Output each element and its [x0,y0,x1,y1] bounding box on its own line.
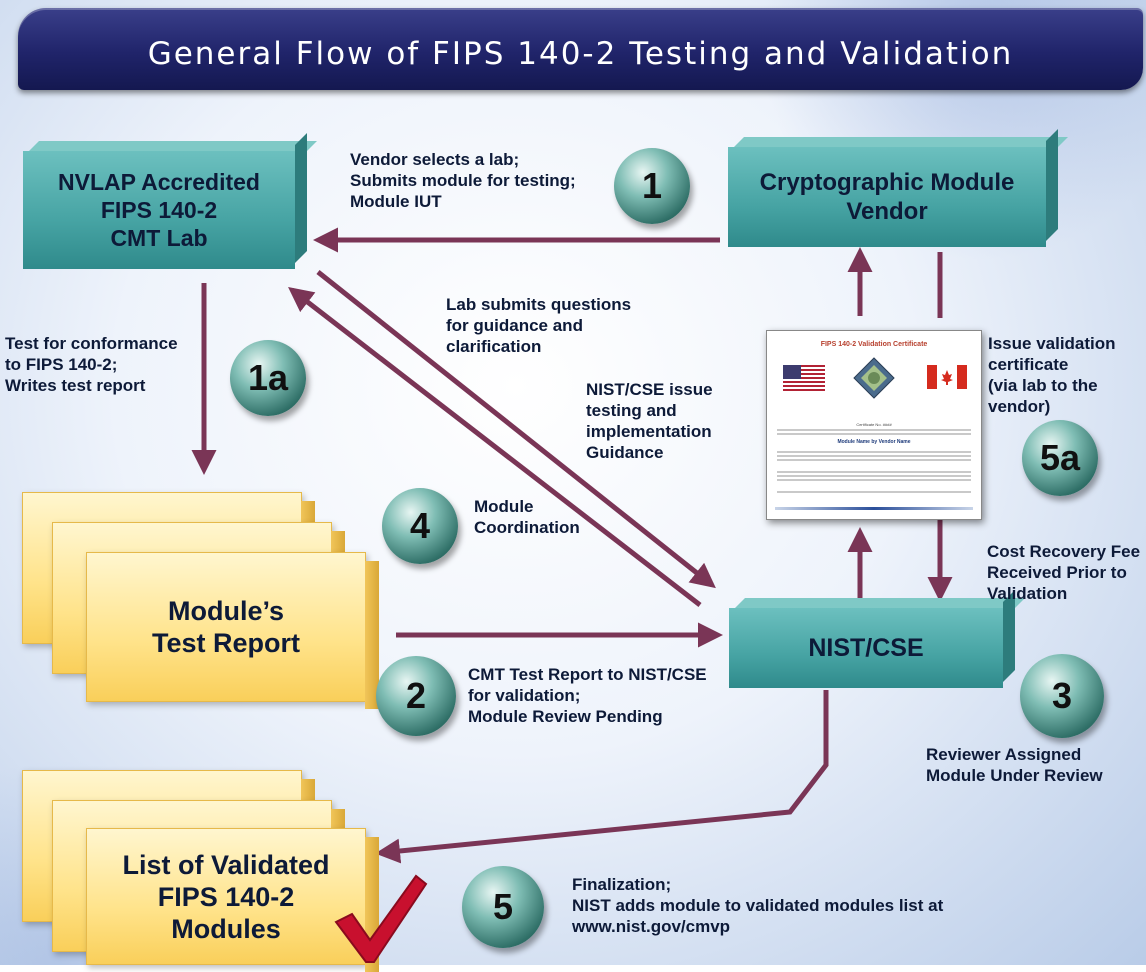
arrow-nist-to-list [375,690,829,864]
report-line-2: Test Report [151,628,300,658]
list-line-2: FIPS 140-2 [157,881,295,912]
canada-flag-icon [927,365,967,389]
step-1-number: 1 [641,165,663,206]
lab-line-2: FIPS 140-2 [100,197,218,223]
step-4-label: Module Coordination [474,497,580,537]
step-5-badge: 5 [462,866,544,948]
certificate-module-name: Module Name by Vendor Name [837,439,911,445]
report-line-1: Module’s [167,596,284,626]
step-2-label: CMT Test Report to NIST/CSE for validati… [468,665,707,726]
vendor-box: Cryptographic Module Vendor [728,129,1068,247]
vendor-line-1: Cryptographic Module [759,169,1015,196]
step-4-number: 4 [409,505,431,546]
certificate-number: Certificate No. #### [856,422,892,427]
nist-label: NIST/CSE [808,633,924,662]
vendor-line-2: Vendor [846,198,928,225]
lab-line-3: CMT Lab [110,225,208,251]
step-5-number: 5 [492,886,514,927]
cmvp-seal-icon [853,357,895,399]
questions-label: Lab submits questions for guidance and c… [446,295,632,356]
checkmark-icon [334,874,428,963]
step-3-number: 3 [1051,675,1073,716]
step-1-badge: 1 [614,148,690,224]
step-3-label: Reviewer Assigned Module Under Review [926,745,1103,785]
test-report-page: Module’s Test Report [86,552,379,709]
list-line-1: List of Validated [122,849,330,880]
validated-list-page: List of Validated FIPS 140-2 Modules [86,828,379,972]
step-1a-badge: 1a [230,340,306,416]
step-2-number: 2 [405,675,427,716]
step-1a-number: 1a [247,357,289,398]
nist-cse-box: NIST/CSE [729,590,1025,688]
step-5-label: Finalization; NIST adds module to valida… [572,875,944,936]
guidance-label: NIST/CSE issue testing and implementatio… [586,380,713,462]
us-flag-icon [783,365,825,391]
lab-line-1: NVLAP Accredited [58,169,260,195]
step-3-badge: 3 [1020,654,1104,738]
page-title: General Flow of FIPS 140-2 Testing and V… [147,36,1014,72]
step-2-badge: 2 [376,656,456,736]
step-1a-label: Test for conformance to FIPS 140-2; Writ… [5,334,178,395]
step-5a-badge: 5a [1022,420,1098,496]
certificate-title: FIPS 140-2 Validation Certificate [820,341,928,348]
title-banner: General Flow of FIPS 140-2 Testing and V… [18,8,1143,90]
arrow-nist-to-lab [288,286,702,607]
list-line-3: Modules [171,913,281,944]
step-1-label: Vendor selects a lab; Submits module for… [350,150,576,211]
arrow-lab-to-nist-a [316,270,716,589]
step-4-badge: 4 [382,488,458,564]
validation-certificate: FIPS 140-2 Validation Certificate Certif… [766,330,982,520]
issue-certificate-label: Issue validation certificate (via lab to… [988,334,1116,416]
step-5a-number: 5a [1039,437,1081,478]
cmt-lab-box: NVLAP Accredited FIPS 140-2 CMT Lab [23,133,317,269]
fee-label: Cost Recovery Fee Received Prior to Vali… [987,542,1141,603]
